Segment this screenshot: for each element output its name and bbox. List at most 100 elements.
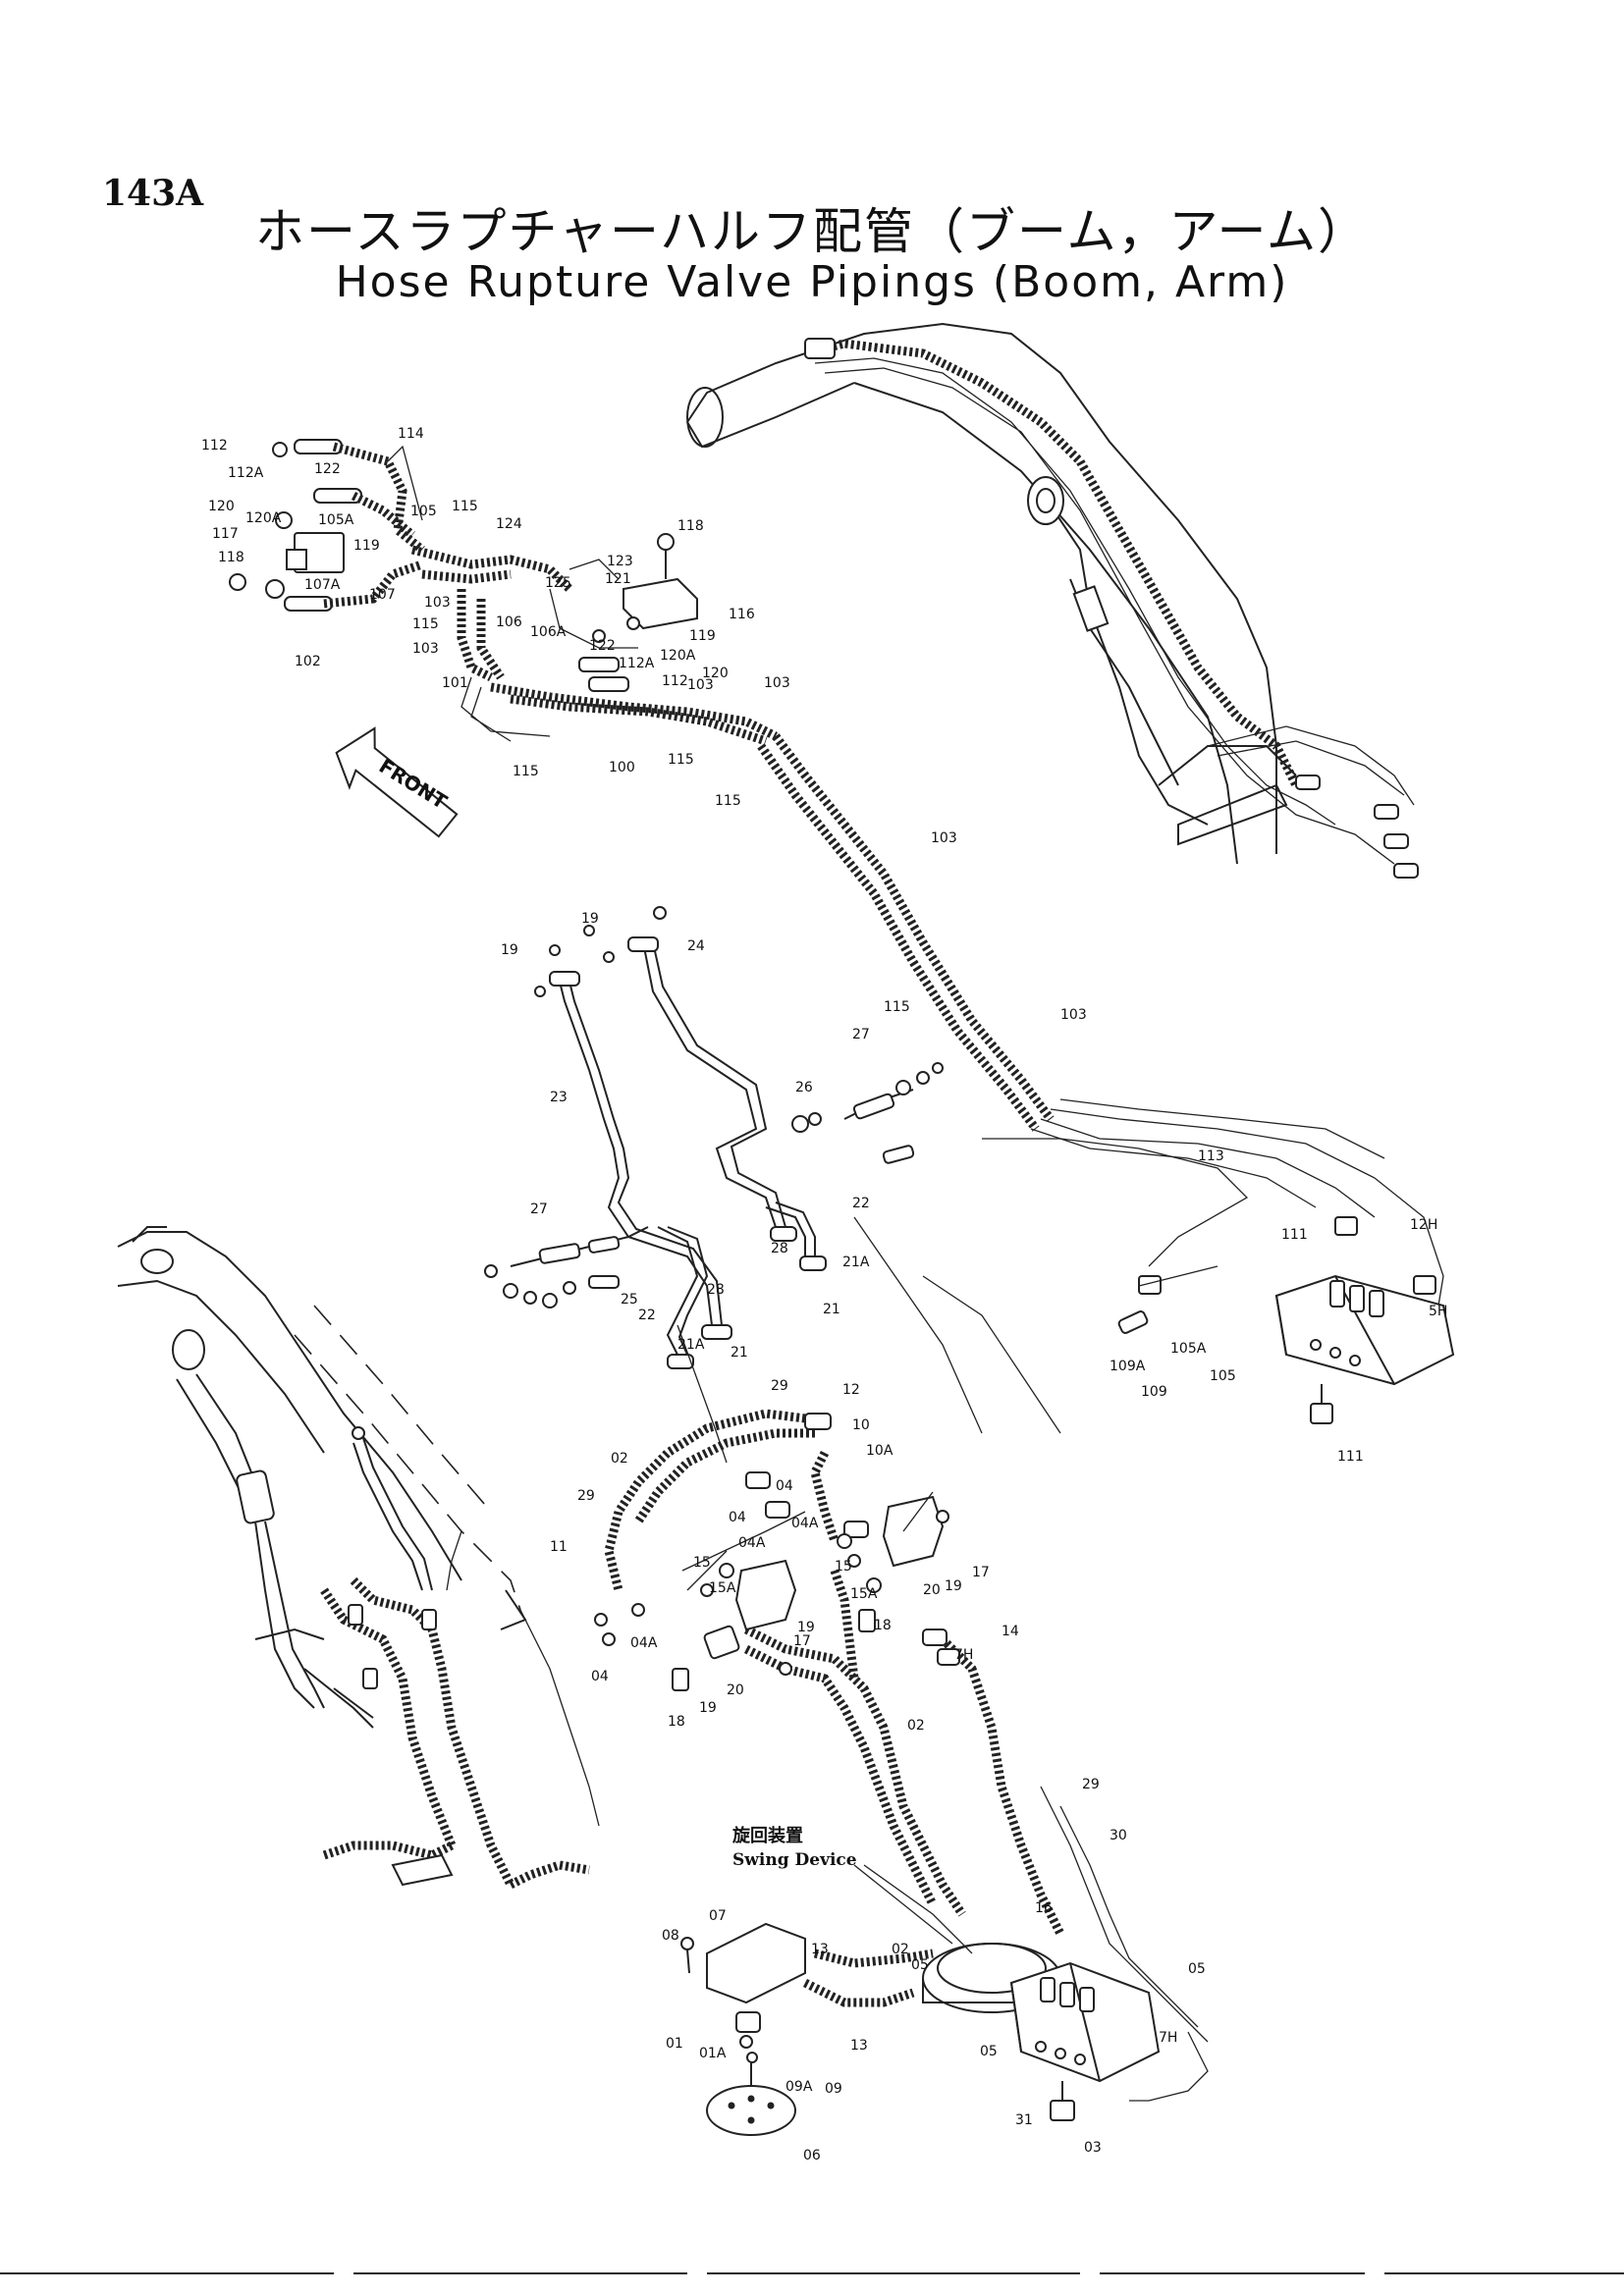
callout-103e: 103: [931, 830, 957, 846]
callout-05c: 05: [1188, 1961, 1206, 1977]
fittings-27-upper: [791, 1062, 944, 1164]
callout-21b: 21: [731, 1345, 748, 1361]
callout-31: 31: [1015, 2112, 1033, 2128]
callout-101: 101: [442, 675, 468, 691]
callout-25: 25: [621, 1292, 638, 1308]
callout-02a: 02: [611, 1451, 628, 1467]
callout-19c: 19: [945, 1578, 962, 1594]
callout-16: 16: [1035, 1900, 1053, 1916]
callout-112a: 112A: [228, 465, 264, 481]
arm-outline-lower: [117, 1226, 527, 1729]
callout-115b: 115: [412, 616, 439, 632]
callout-106a: 106A: [530, 624, 567, 640]
callout-04b: 04: [729, 1510, 746, 1525]
callout-115f: 115: [884, 999, 910, 1015]
swing-device-jp: 旋回装置: [731, 1825, 803, 1846]
callout-115e: 115: [715, 793, 741, 809]
callout-22a: 22: [852, 1196, 870, 1211]
callout-113: 113: [1198, 1148, 1224, 1164]
callout-118b: 118: [677, 518, 704, 534]
callout-21ab: 21A: [677, 1337, 705, 1353]
callout-112: 112: [201, 438, 228, 454]
callout-116: 116: [729, 607, 755, 622]
callout-20b: 20: [727, 1682, 744, 1698]
callout-05b: 05: [980, 2044, 998, 2059]
callout-19b: 19: [581, 911, 599, 927]
callout-103b: 103: [412, 641, 439, 657]
callout-13a: 13: [811, 1942, 829, 1957]
callout-15a: 15: [693, 1555, 711, 1571]
callout-118: 118: [218, 550, 244, 565]
callout-111b: 111: [1337, 1449, 1364, 1465]
callout-04ab: 04A: [738, 1535, 766, 1551]
callout-115: 115: [452, 499, 478, 514]
callout-01a: 01A: [699, 2046, 727, 2061]
swing-hoses: [604, 1409, 1209, 2102]
callout-117: 117: [212, 526, 239, 542]
callout-102: 102: [295, 654, 321, 669]
bracket-and-plate: [680, 1922, 806, 2136]
callout-23: 23: [550, 1090, 568, 1105]
callout-08: 08: [662, 1928, 679, 1944]
valve-assembly-left: [229, 439, 425, 612]
swing-device-en: Swing Device: [732, 1850, 857, 1870]
callout-29c: 29: [1082, 1777, 1100, 1792]
callout-10a: 10A: [866, 1443, 893, 1459]
callout-06: 06: [803, 2148, 821, 2163]
boom-outline: [686, 322, 1297, 865]
callout-7h: 7H: [954, 1647, 973, 1663]
callout-26: 26: [795, 1080, 813, 1095]
callout-labels: 112 112A 114 122 120 120A 105A 117 118 1…: [201, 426, 1447, 2163]
callout-15ab: 15A: [850, 1586, 878, 1602]
callout-18b: 18: [668, 1714, 685, 1730]
callout-12h: 12H: [1410, 1217, 1437, 1233]
pilot-tubes-middle: [534, 906, 827, 1369]
callout-19a: 19: [501, 942, 518, 958]
callout-112b: 112: [662, 673, 688, 689]
callout-29a: 29: [771, 1378, 788, 1394]
callout-109a: 109A: [1110, 1359, 1146, 1374]
title-japanese: ホースラプチャーハルフ配管（ブーム，アーム）: [255, 203, 1369, 260]
callout-123: 123: [607, 554, 633, 569]
callout-7h-b: 7H: [1159, 2030, 1177, 2046]
callout-17a: 17: [972, 1565, 990, 1580]
callout-04a: 04: [776, 1478, 793, 1494]
boom-hoses: [803, 338, 1419, 879]
callout-04ac: 04A: [630, 1635, 658, 1651]
callout-28b: 28: [707, 1282, 725, 1298]
callout-02b: 02: [907, 1718, 925, 1734]
callout-115d: 115: [668, 752, 694, 768]
arm-hoses-lower: [320, 1426, 600, 1890]
callout-14: 14: [1001, 1624, 1019, 1639]
title-english: Hose Rupture Valve Pipings (Boom, Arm): [335, 257, 1289, 307]
fittings-27-lower: [484, 1226, 649, 1308]
callout-02c: 02: [892, 1942, 909, 1957]
control-valve-lower: [1009, 1961, 1161, 2121]
callout-119b: 119: [689, 628, 716, 644]
callout-122b: 122: [589, 638, 616, 654]
callout-07: 07: [709, 1908, 727, 1924]
callout-125: 125: [545, 575, 571, 591]
callout-121: 121: [605, 571, 631, 587]
callout-105a: 105A: [318, 512, 354, 528]
callout-30: 30: [1110, 1828, 1127, 1843]
callout-19e: 19: [699, 1700, 717, 1716]
valve-block-116: [549, 533, 698, 692]
callout-107: 107: [369, 587, 396, 603]
callout-13b: 13: [850, 2038, 868, 2054]
callout-5h: 5H: [1429, 1304, 1447, 1319]
callout-103d: 103: [764, 675, 790, 691]
callout-05a: 05: [911, 1957, 929, 1973]
callout-15b: 15: [835, 1559, 852, 1575]
callout-09a: 09A: [785, 2079, 813, 2095]
callout-103: 103: [424, 595, 451, 611]
front-arrow: FRONT: [335, 726, 459, 838]
callout-120b: 120: [702, 666, 729, 681]
callout-119: 119: [353, 538, 380, 554]
callout-24: 24: [687, 938, 705, 954]
callout-122: 122: [314, 461, 341, 477]
callout-21a: 21: [823, 1302, 840, 1317]
callout-124: 124: [496, 516, 522, 532]
callout-106: 106: [496, 614, 522, 630]
